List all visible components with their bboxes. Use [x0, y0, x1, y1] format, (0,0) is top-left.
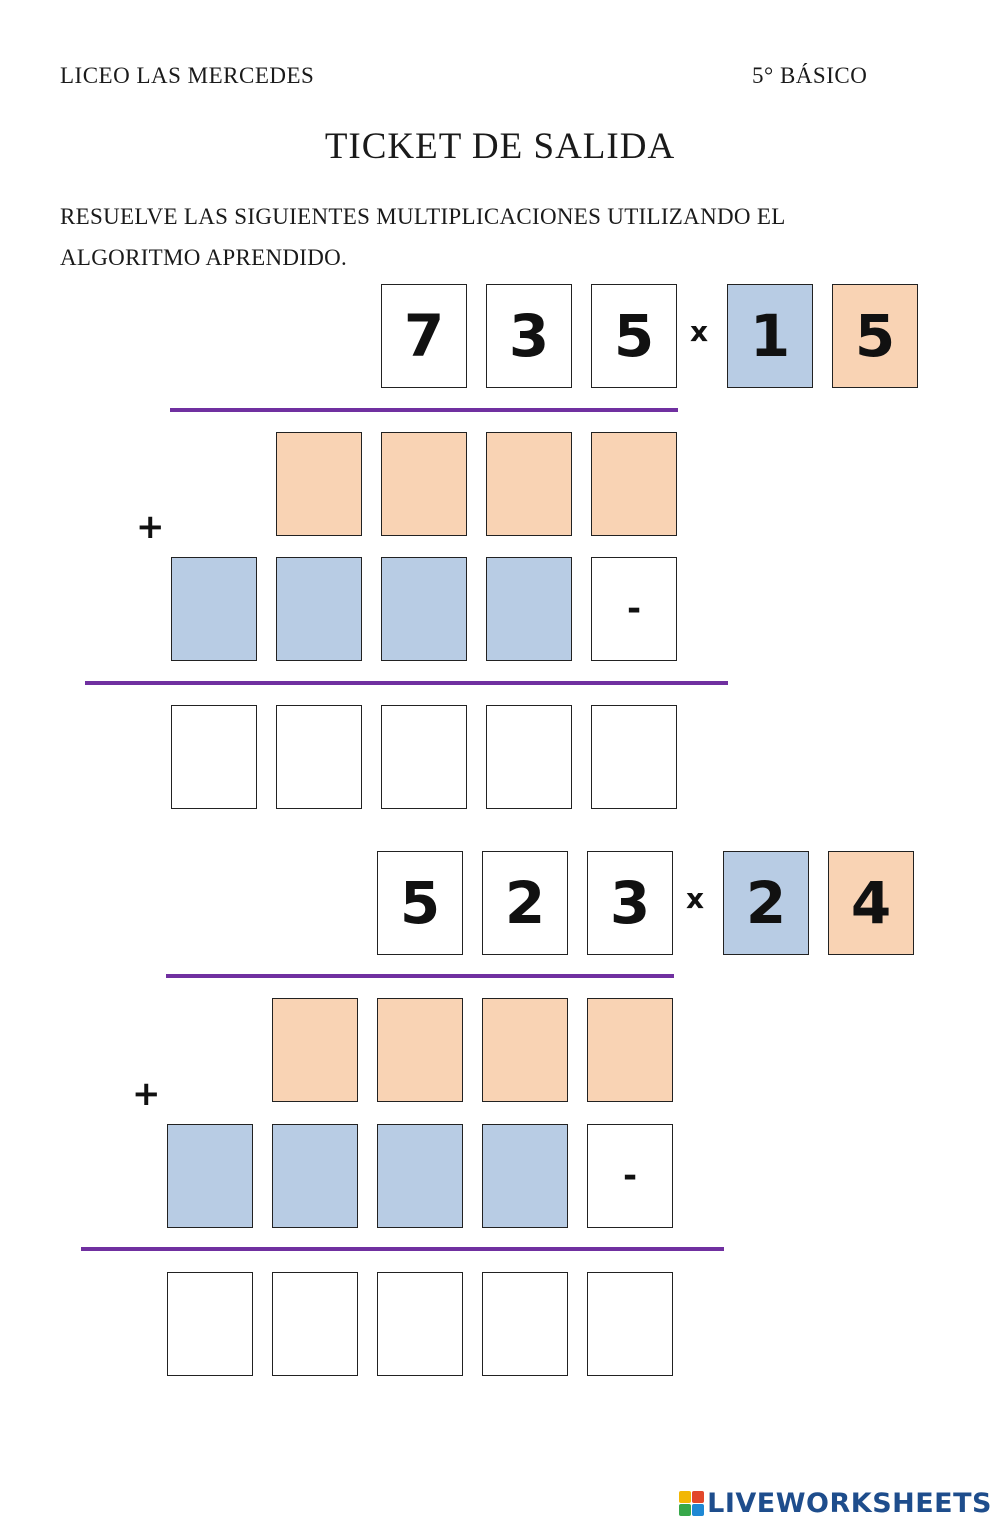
- times-sign: x: [686, 882, 705, 915]
- grade-label: 5° BÁSICO: [752, 63, 868, 88]
- logo-icon: [679, 1490, 705, 1517]
- partial-product-1-box[interactable]: [486, 432, 572, 536]
- divider-line: [170, 408, 678, 412]
- multiplicand-digit: 5: [591, 284, 677, 388]
- multiplicand-digit: 3: [587, 851, 673, 955]
- partial-product-2-box[interactable]: [482, 1124, 568, 1228]
- partial-product-2-box[interactable]: [377, 1124, 463, 1228]
- partial-product-1-box[interactable]: [276, 432, 362, 536]
- result-box[interactable]: [587, 1272, 673, 1376]
- plus-sign: +: [136, 507, 165, 547]
- result-box[interactable]: [167, 1272, 253, 1376]
- partial-product-1-box[interactable]: [381, 432, 467, 536]
- result-box[interactable]: [377, 1272, 463, 1376]
- plus-sign: +: [132, 1074, 161, 1114]
- partial-product-2-box[interactable]: [272, 1124, 358, 1228]
- placeholder-dash-box: -: [587, 1124, 673, 1228]
- multiplicand-digit: 3: [486, 284, 572, 388]
- sum-line: [81, 1247, 724, 1251]
- times-sign: x: [690, 315, 709, 348]
- partial-product-2-box[interactable]: [381, 557, 467, 661]
- multiplicand-digit: 5: [377, 851, 463, 955]
- partial-product-1-box[interactable]: [482, 998, 568, 1102]
- result-box[interactable]: [381, 705, 467, 809]
- result-box[interactable]: [272, 1272, 358, 1376]
- partial-product-1-box[interactable]: [591, 432, 677, 536]
- result-box[interactable]: [171, 705, 257, 809]
- multiplier-tens-digit: 1: [727, 284, 813, 388]
- school-name: LICEO LAS MERCEDES: [60, 63, 315, 88]
- result-box[interactable]: [482, 1272, 568, 1376]
- logo-text: LIVEWORKSHEETS: [707, 1488, 992, 1519]
- placeholder-dash-box: -: [591, 557, 677, 661]
- partial-product-2-box[interactable]: [276, 557, 362, 661]
- instructions: RESUELVE LAS SIGUIENTES MULTIPLICACIONES…: [60, 204, 785, 270]
- partial-product-1-box[interactable]: [377, 998, 463, 1102]
- sum-line: [85, 681, 728, 685]
- page-title: TICKET DE SALIDA: [324, 126, 676, 167]
- result-box[interactable]: [591, 705, 677, 809]
- liveworksheets-logo: LIVEWORKSHEETS: [679, 1488, 992, 1519]
- multiplicand-digit: 7: [381, 284, 467, 388]
- result-box[interactable]: [486, 705, 572, 809]
- result-box[interactable]: [276, 705, 362, 809]
- partial-product-2-box[interactable]: [167, 1124, 253, 1228]
- partial-product-1-box[interactable]: [272, 998, 358, 1102]
- multiplicand-digit: 2: [482, 851, 568, 955]
- multiplier-units-digit: 4: [828, 851, 914, 955]
- partial-product-1-box[interactable]: [587, 998, 673, 1102]
- multiplier-tens-digit: 2: [723, 851, 809, 955]
- divider-line: [166, 974, 674, 978]
- multiplier-units-digit: 5: [832, 284, 918, 388]
- partial-product-2-box[interactable]: [486, 557, 572, 661]
- partial-product-2-box[interactable]: [171, 557, 257, 661]
